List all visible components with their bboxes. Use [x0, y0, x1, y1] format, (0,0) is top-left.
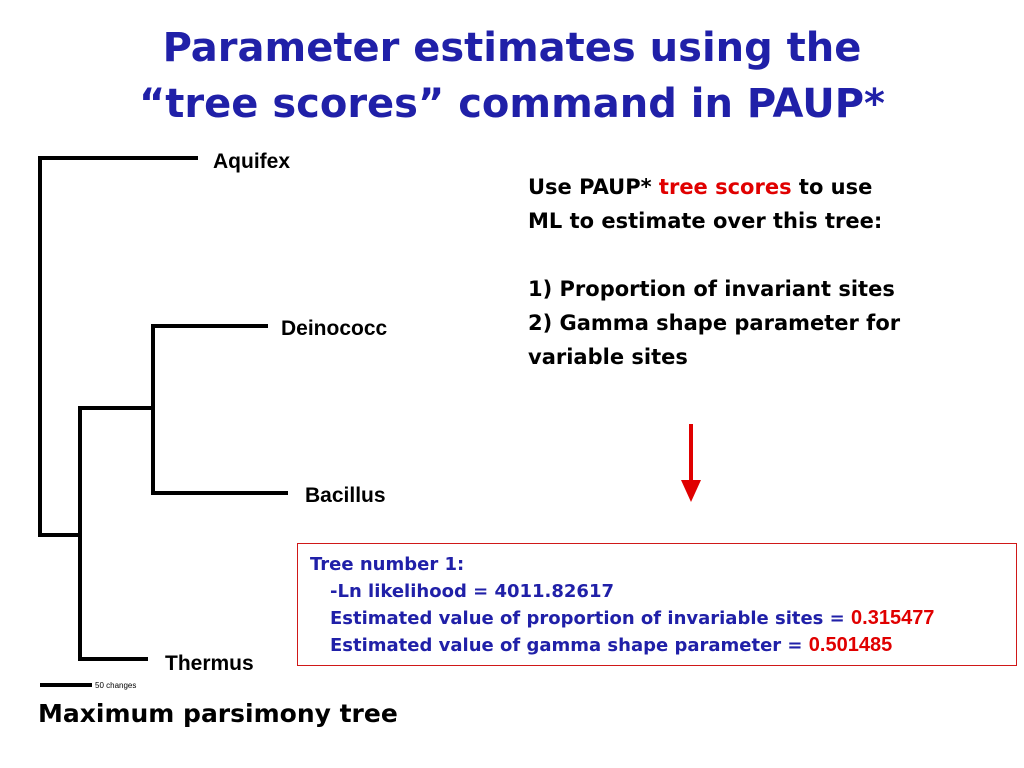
instructions-text: Use PAUP* tree scores to use ML to estim… — [528, 170, 998, 374]
parameter-item-2-continued: variable sites — [528, 345, 688, 369]
parameter-item-1: 1) Proportion of invariant sites — [528, 277, 895, 301]
down-arrow-icon — [681, 424, 701, 502]
output-pinvar-value: 0.315477 — [851, 607, 935, 629]
instructions-line-1: Use PAUP* tree scores to use — [528, 170, 998, 204]
output-pinvar-line: Estimated value of proportion of invaria… — [310, 605, 1016, 632]
taxon-label-deinococc: Deinococc — [281, 317, 388, 340]
parameter-item-2: 2) Gamma shape parameter for — [528, 311, 901, 335]
output-tree-number: Tree number 1: — [310, 554, 465, 575]
output-gamma-value: 0.501485 — [808, 634, 893, 656]
tree-caption: Maximum parsimony tree — [38, 699, 398, 728]
slide-title-line-2: “tree scores” command in PAUP* — [139, 81, 885, 127]
scale-bar-label: 50 changes — [95, 681, 136, 690]
instructions-line-1-prefix: Use PAUP* — [528, 175, 659, 199]
instructions-line-1-suffix: to use — [791, 175, 873, 199]
tree-scores-keyword: tree scores — [658, 175, 792, 199]
output-pinvar-label: Estimated value of proportion of invaria… — [330, 608, 852, 629]
output-likelihood: -Ln likelihood = 4011.82617 — [330, 581, 615, 602]
taxon-label-bacillus: Bacillus — [305, 484, 386, 507]
spacer — [528, 238, 998, 272]
paup-output-box: Tree number 1: -Ln likelihood = 4011.826… — [297, 543, 1017, 666]
taxon-label-aquifex: Aquifex — [213, 150, 290, 173]
slide-title-line-1: Parameter estimates using the — [162, 25, 862, 71]
output-gamma-line: Estimated value of gamma shape parameter… — [310, 632, 1016, 659]
taxon-label-thermus: Thermus — [165, 652, 254, 675]
slide-title: Parameter estimates using the “tree scor… — [0, 20, 1024, 132]
instructions-line-2: ML to estimate over this tree: — [528, 209, 883, 233]
output-gamma-label: Estimated value of gamma shape parameter… — [330, 635, 809, 656]
